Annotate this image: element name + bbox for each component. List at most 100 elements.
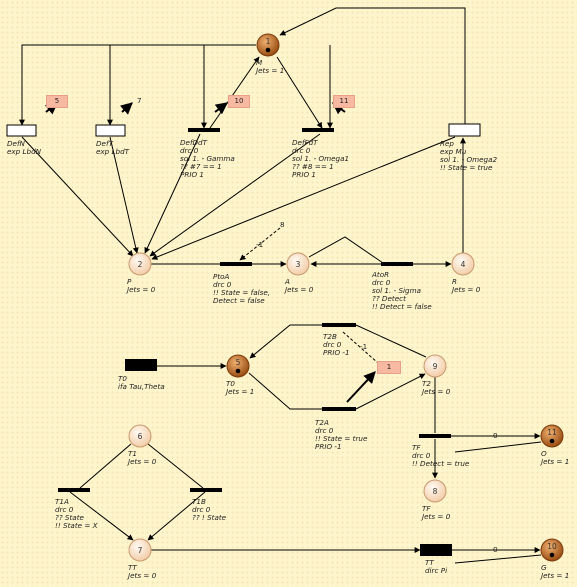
token-dot [549, 552, 555, 558]
place-circle[interactable] [423, 479, 447, 503]
place-number: 11 [547, 428, 557, 437]
place-circle[interactable] [128, 424, 152, 448]
transition-tt-box[interactable] [420, 544, 452, 556]
dash-t2b-1 [342, 331, 379, 364]
transition-t2a-bar[interactable] [322, 407, 356, 411]
place-circle[interactable] [423, 354, 447, 378]
place-number: 3 [296, 260, 301, 269]
dash-ptoa-8 [239, 227, 281, 261]
transition-t1a-bar[interactable] [58, 488, 90, 492]
place-circle[interactable] [128, 538, 152, 562]
arc-t1a-tt [69, 491, 134, 541]
place-7[interactable]: 7 [128, 538, 152, 562]
transition-rep-box[interactable] [448, 123, 481, 137]
transition-t0-box[interactable] [125, 359, 157, 371]
place-number: 2 [138, 260, 143, 269]
transitions [6, 123, 481, 556]
arc-rep-m [279, 7, 466, 130]
place-circle[interactable] [128, 252, 152, 276]
tag-5: 5 [46, 95, 68, 108]
arcs [19, 7, 542, 564]
arc-rep-p [151, 136, 456, 260]
place-3[interactable]: 3 [286, 252, 310, 276]
arc-m-deffdt-2 [276, 56, 323, 129]
place-circle[interactable] [540, 424, 564, 448]
place-5[interactable]: 5 [226, 354, 250, 378]
place-8[interactable]: 8 [423, 479, 447, 503]
arc-defddt-m [209, 56, 260, 129]
place-number: 10 [547, 542, 557, 551]
place-number: 4 [461, 260, 466, 269]
test-arcs [239, 227, 379, 364]
arc-deffdt-p [149, 133, 321, 257]
tag-1: 1 [377, 361, 401, 374]
place-number: 7 [138, 546, 143, 555]
arc-m-defn [19, 44, 256, 126]
tag-7: 7 [137, 96, 142, 105]
transition-ptoa-bar[interactable] [220, 262, 252, 266]
bold-t2a-1 [346, 371, 376, 403]
place-circle[interactable] [540, 538, 564, 562]
tag-11: 11 [333, 95, 355, 108]
transition-t1b-bar[interactable] [190, 488, 222, 492]
transition-tf-bar[interactable] [419, 434, 451, 438]
place-circle[interactable] [451, 252, 475, 276]
place-6[interactable]: 6 [128, 424, 152, 448]
transition-defn-box[interactable] [6, 124, 37, 137]
place-10[interactable]: 10 [540, 538, 564, 562]
token-dot [265, 47, 271, 53]
transition-deft-box[interactable] [95, 124, 126, 137]
place-circle[interactable] [226, 354, 250, 378]
place-9[interactable]: 9 [423, 354, 447, 378]
weight-zero-g: 0 [493, 545, 498, 554]
tag-8: 8 [280, 220, 285, 229]
weight-neg1-ptoa: -1 [256, 240, 264, 249]
place-circle[interactable] [286, 252, 310, 276]
weight-neg1-t2b: -1 [360, 342, 368, 351]
place-4[interactable]: 4 [451, 252, 475, 276]
transition-ator-bar[interactable] [381, 262, 413, 266]
place-number: 6 [138, 432, 143, 441]
arc-g-tttrans [454, 554, 542, 564]
place-circle[interactable] [256, 33, 280, 57]
arc-t0-t2a [248, 372, 322, 410]
place-number: 1 [266, 37, 271, 46]
arc-t2b-t0 [249, 324, 322, 359]
place-2[interactable]: 2 [128, 252, 152, 276]
transition-deffdt-bar[interactable] [302, 128, 334, 132]
place-1[interactable]: 1 [256, 33, 280, 57]
arc-deft-p [109, 136, 139, 254]
arc-t2a-t2 [355, 373, 426, 410]
transition-t2b-bar[interactable] [322, 323, 356, 327]
arc-defn-p [21, 136, 134, 257]
place-number: 8 [433, 487, 438, 496]
arc-t1-t1b [147, 443, 204, 489]
bold-defddt-10 [214, 102, 228, 115]
token-dot [235, 368, 241, 374]
place-11[interactable]: 11 [540, 424, 564, 448]
transition-defddt-bar[interactable] [188, 128, 220, 132]
arc-o-tf [454, 441, 542, 453]
place-number: 9 [433, 362, 438, 371]
tag-10: 10 [228, 95, 250, 108]
